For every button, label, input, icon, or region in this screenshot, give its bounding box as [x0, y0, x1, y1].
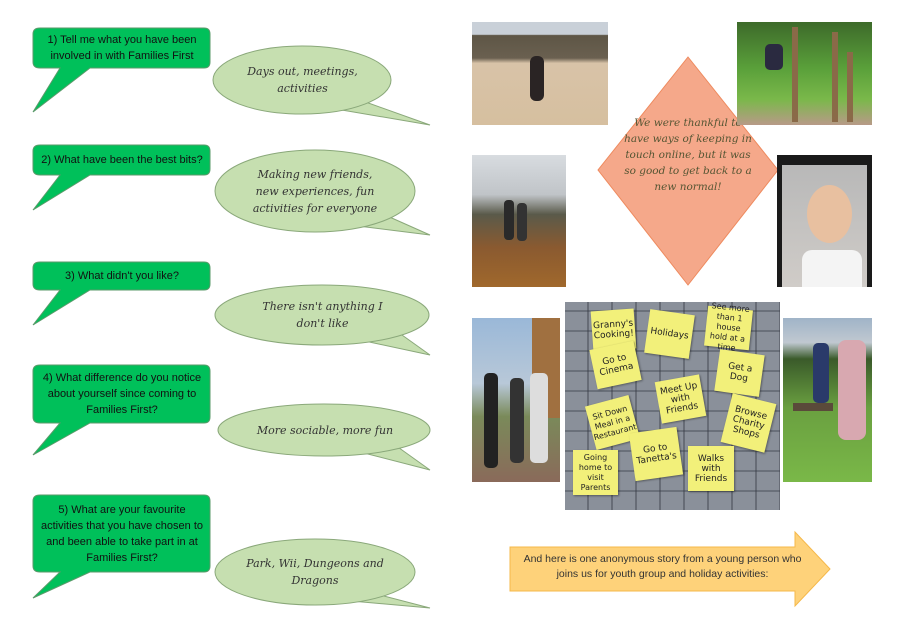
sticky-note: Meet Up with Friends	[654, 374, 707, 424]
diamond-text: We were thankful to have ways of keeping…	[624, 117, 752, 193]
sticky-note: Holidays	[644, 309, 695, 359]
answer-3: There isn't anything I don't like	[262, 300, 383, 330]
photo-beach	[472, 22, 608, 125]
question-5: 5) What are your favourite activities th…	[40, 503, 204, 564]
photo-video-call	[777, 155, 872, 287]
photo-group-castle	[472, 318, 560, 482]
question-3: 3) What didn't you like?	[65, 270, 179, 282]
sticky-note: Going home to visit Parents	[573, 450, 618, 495]
question-bubble-2	[32, 144, 211, 211]
answer-bubble-1	[212, 45, 392, 115]
diamond-shape	[597, 56, 779, 286]
answer-bubble-5	[214, 538, 416, 606]
question-bubble-1	[32, 27, 211, 113]
answer-bubble-4	[217, 403, 431, 457]
question-1: 1) Tell me what you have been involved i…	[47, 34, 197, 62]
answer-5: Park, Wii, Dungeons and Dragons	[246, 557, 384, 587]
question-bubble-3	[32, 261, 211, 326]
answer-4: More sociable, more fun	[256, 423, 394, 437]
sticky-note: Walks with Friends	[688, 446, 734, 491]
photo-autumn-walk	[472, 155, 566, 287]
sticky-note: Go to Tanetta's	[628, 426, 684, 482]
sticky-note: See more than 1 house hold at a time	[704, 301, 753, 353]
photo-playground	[737, 22, 872, 125]
answer-2: Making new friends, new experiences, fun…	[252, 167, 378, 215]
answer-bubble-2	[214, 149, 416, 233]
sticky-note: Get a Dog	[714, 349, 765, 397]
arrow-shape	[509, 530, 831, 608]
question-4: 4) What difference do you notice about y…	[42, 372, 202, 416]
question-bubble-4	[32, 364, 211, 456]
photo-park	[783, 318, 872, 482]
arrow-text: And here is one anonymous story from a y…	[523, 553, 802, 580]
question-2: 2) What have been the best bits?	[41, 154, 203, 166]
question-bubble-5	[32, 494, 211, 599]
answer-bubble-3	[214, 284, 430, 346]
answer-1: Days out, meetings, activities	[247, 65, 358, 95]
